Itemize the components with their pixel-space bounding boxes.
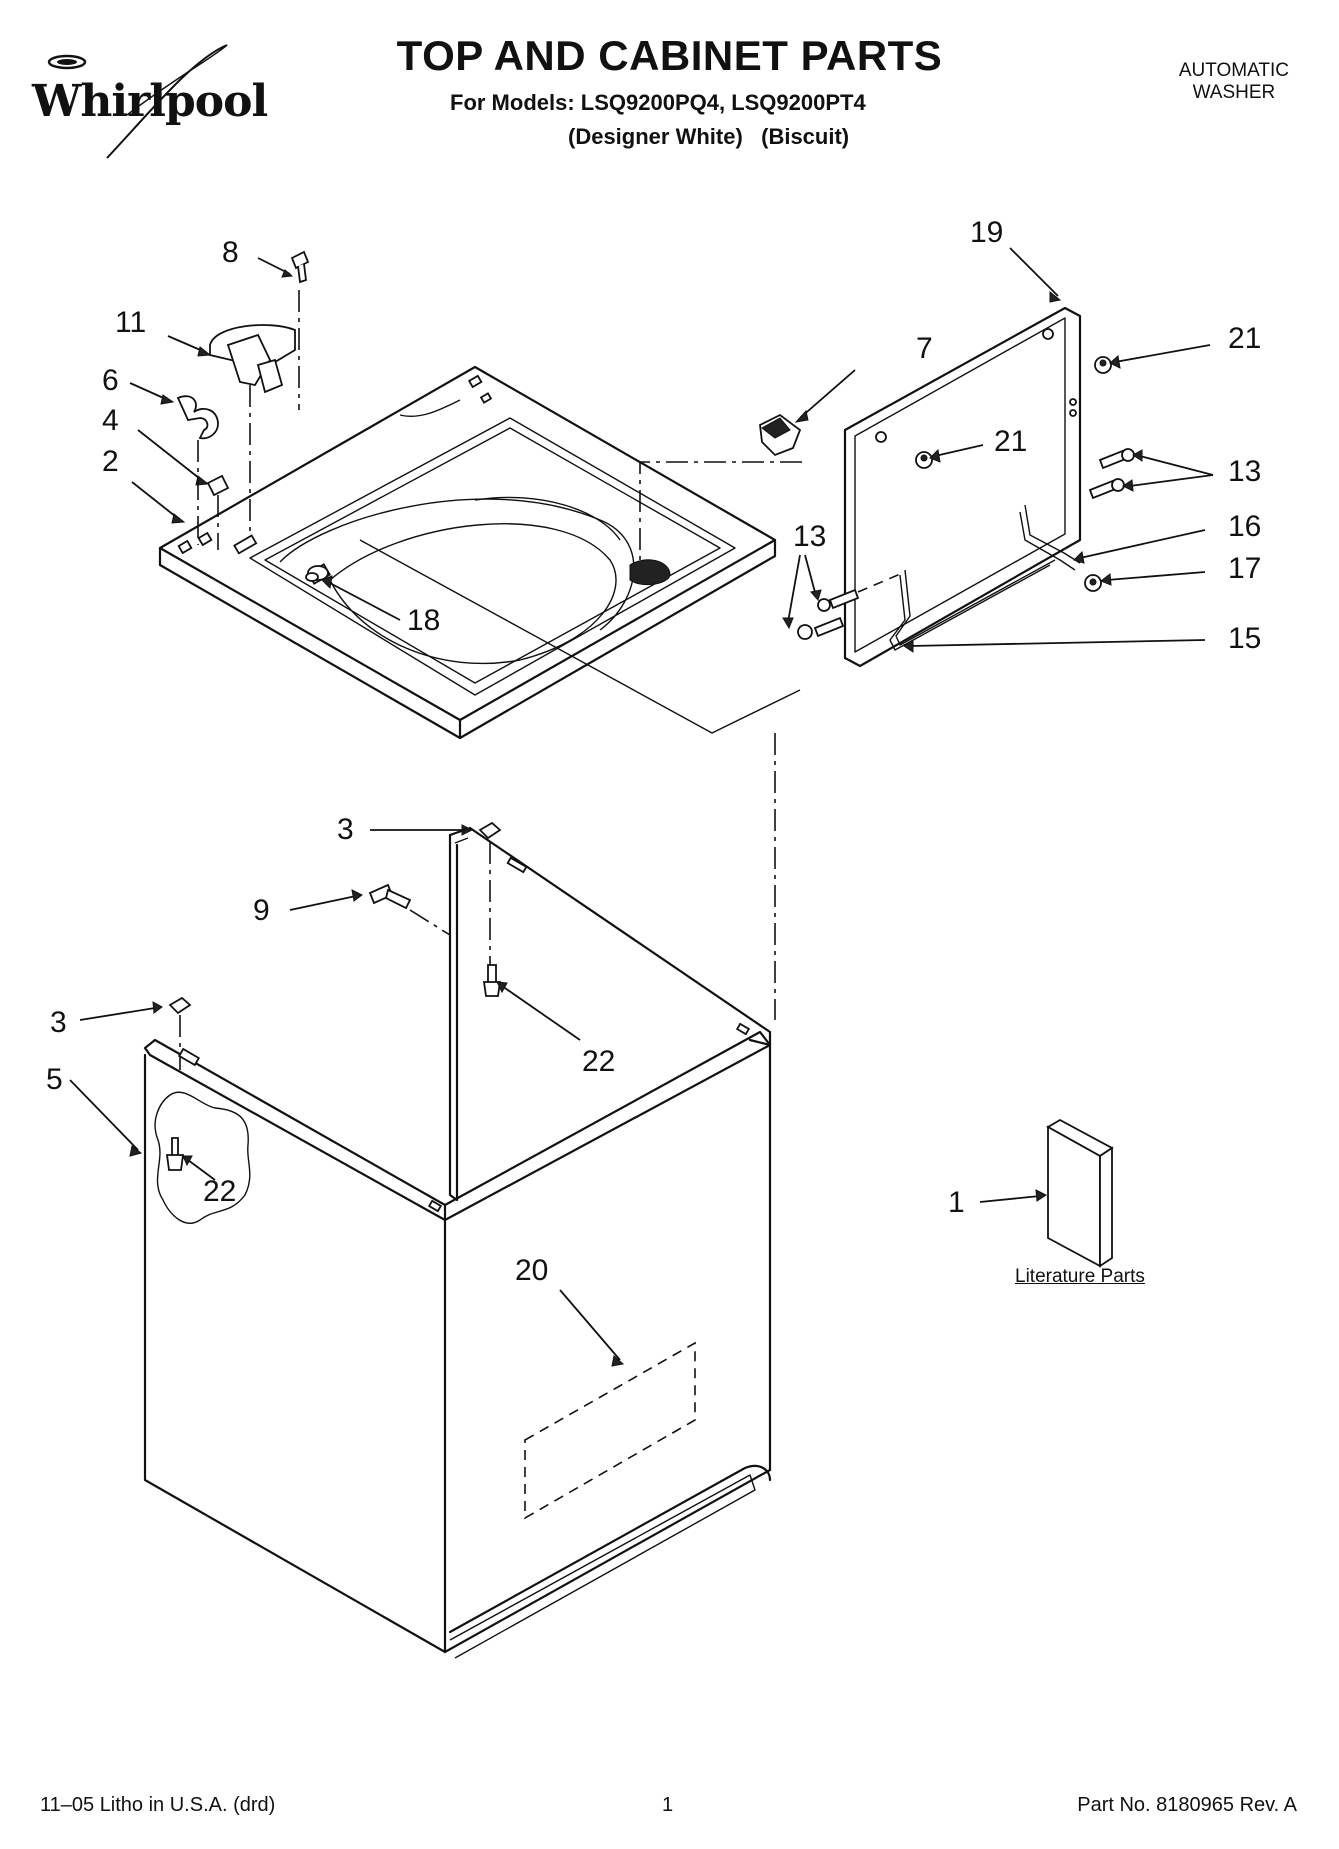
page-title: TOP AND CABINET PARTS xyxy=(396,32,943,79)
callout-11: 11 xyxy=(115,306,147,339)
callout-16: 16 xyxy=(1228,510,1262,543)
callout-22-upper: 22 xyxy=(582,1045,616,1078)
part-1-literature xyxy=(979,1118,1114,1268)
callout-20: 20 xyxy=(515,1254,549,1287)
part-11-lid-switch xyxy=(167,324,296,394)
footer-page-number: 1 xyxy=(662,1794,674,1816)
part-3-clip-upper xyxy=(370,821,502,840)
callout-1: 1 xyxy=(948,1186,965,1219)
callout-19: 19 xyxy=(970,216,1004,249)
part-21-screw-lower xyxy=(915,444,984,469)
part-13-screws-left xyxy=(782,554,860,640)
assembly-line-9 xyxy=(409,909,451,936)
footer-part-number: Part No. 8180965 Rev. A xyxy=(1077,1794,1297,1816)
callout-13-right: 13 xyxy=(1228,455,1262,488)
part-18-part xyxy=(305,565,401,621)
leader-5 xyxy=(69,1079,139,1151)
callout-9: 9 xyxy=(253,894,270,927)
part-15-wire-harness xyxy=(889,559,1206,653)
logo-wordmark: Whirlpool xyxy=(32,76,268,127)
product-type-line1: AUTOMATIC xyxy=(1178,60,1289,81)
callout-7: 7 xyxy=(916,332,933,365)
footer-litho: 11–05 Litho in U.S.A. (drd) xyxy=(40,1794,276,1816)
callout-3-upper: 3 xyxy=(337,813,354,846)
assembly-line-18-console xyxy=(359,539,801,734)
part-3-clip-lower xyxy=(79,996,192,1021)
callout-6: 6 xyxy=(102,364,119,397)
literature-parts-label: Literature Parts xyxy=(1015,1266,1145,1287)
colors-line: (Designer White) (Biscuit) xyxy=(568,124,850,149)
washer-top-panel xyxy=(158,365,777,740)
part-13-screws-right xyxy=(1088,448,1214,500)
callout-2: 2 xyxy=(102,445,119,478)
callout-18: 18 xyxy=(407,604,441,637)
product-type-line2: WASHER xyxy=(1192,82,1276,103)
callout-13-left: 13 xyxy=(793,520,827,553)
part-4-bracket xyxy=(137,429,230,497)
part-20-label xyxy=(524,1289,696,1520)
part-7-knob xyxy=(759,369,856,457)
logo-swirl-icon xyxy=(47,44,228,159)
callout-3-lower: 3 xyxy=(50,1006,67,1039)
callout-15: 15 xyxy=(1228,622,1262,655)
callout-8: 8 xyxy=(222,236,239,269)
callout-21-upper: 21 xyxy=(1228,322,1262,355)
part-19-control-panel xyxy=(843,247,1082,668)
callout-5: 5 xyxy=(46,1063,63,1096)
leader-2 xyxy=(131,481,181,521)
models-line: For Models: LSQ9200PQ4, LSQ9200PT4 xyxy=(450,90,866,115)
part-8-screw xyxy=(257,250,310,284)
part-22-screw-upper xyxy=(482,964,581,1041)
part-6-clip xyxy=(129,382,219,440)
part-21-screw-upper xyxy=(1094,344,1211,374)
callout-4: 4 xyxy=(102,404,119,437)
assembly-line-7 xyxy=(639,461,802,565)
part-9-screw xyxy=(289,883,412,911)
part-5-cabinet xyxy=(143,826,772,1659)
part-17-connector xyxy=(1084,571,1206,592)
cabinet-cutaway xyxy=(154,1091,251,1224)
product-type: AUTOMATIC WASHER xyxy=(1179,60,1289,104)
callout-21-lower: 21 xyxy=(994,425,1028,458)
callout-22-lower: 22 xyxy=(203,1175,237,1208)
assembly-line-13-left xyxy=(857,571,906,593)
callout-17: 17 xyxy=(1228,552,1262,585)
part-16-wire xyxy=(1019,504,1206,571)
